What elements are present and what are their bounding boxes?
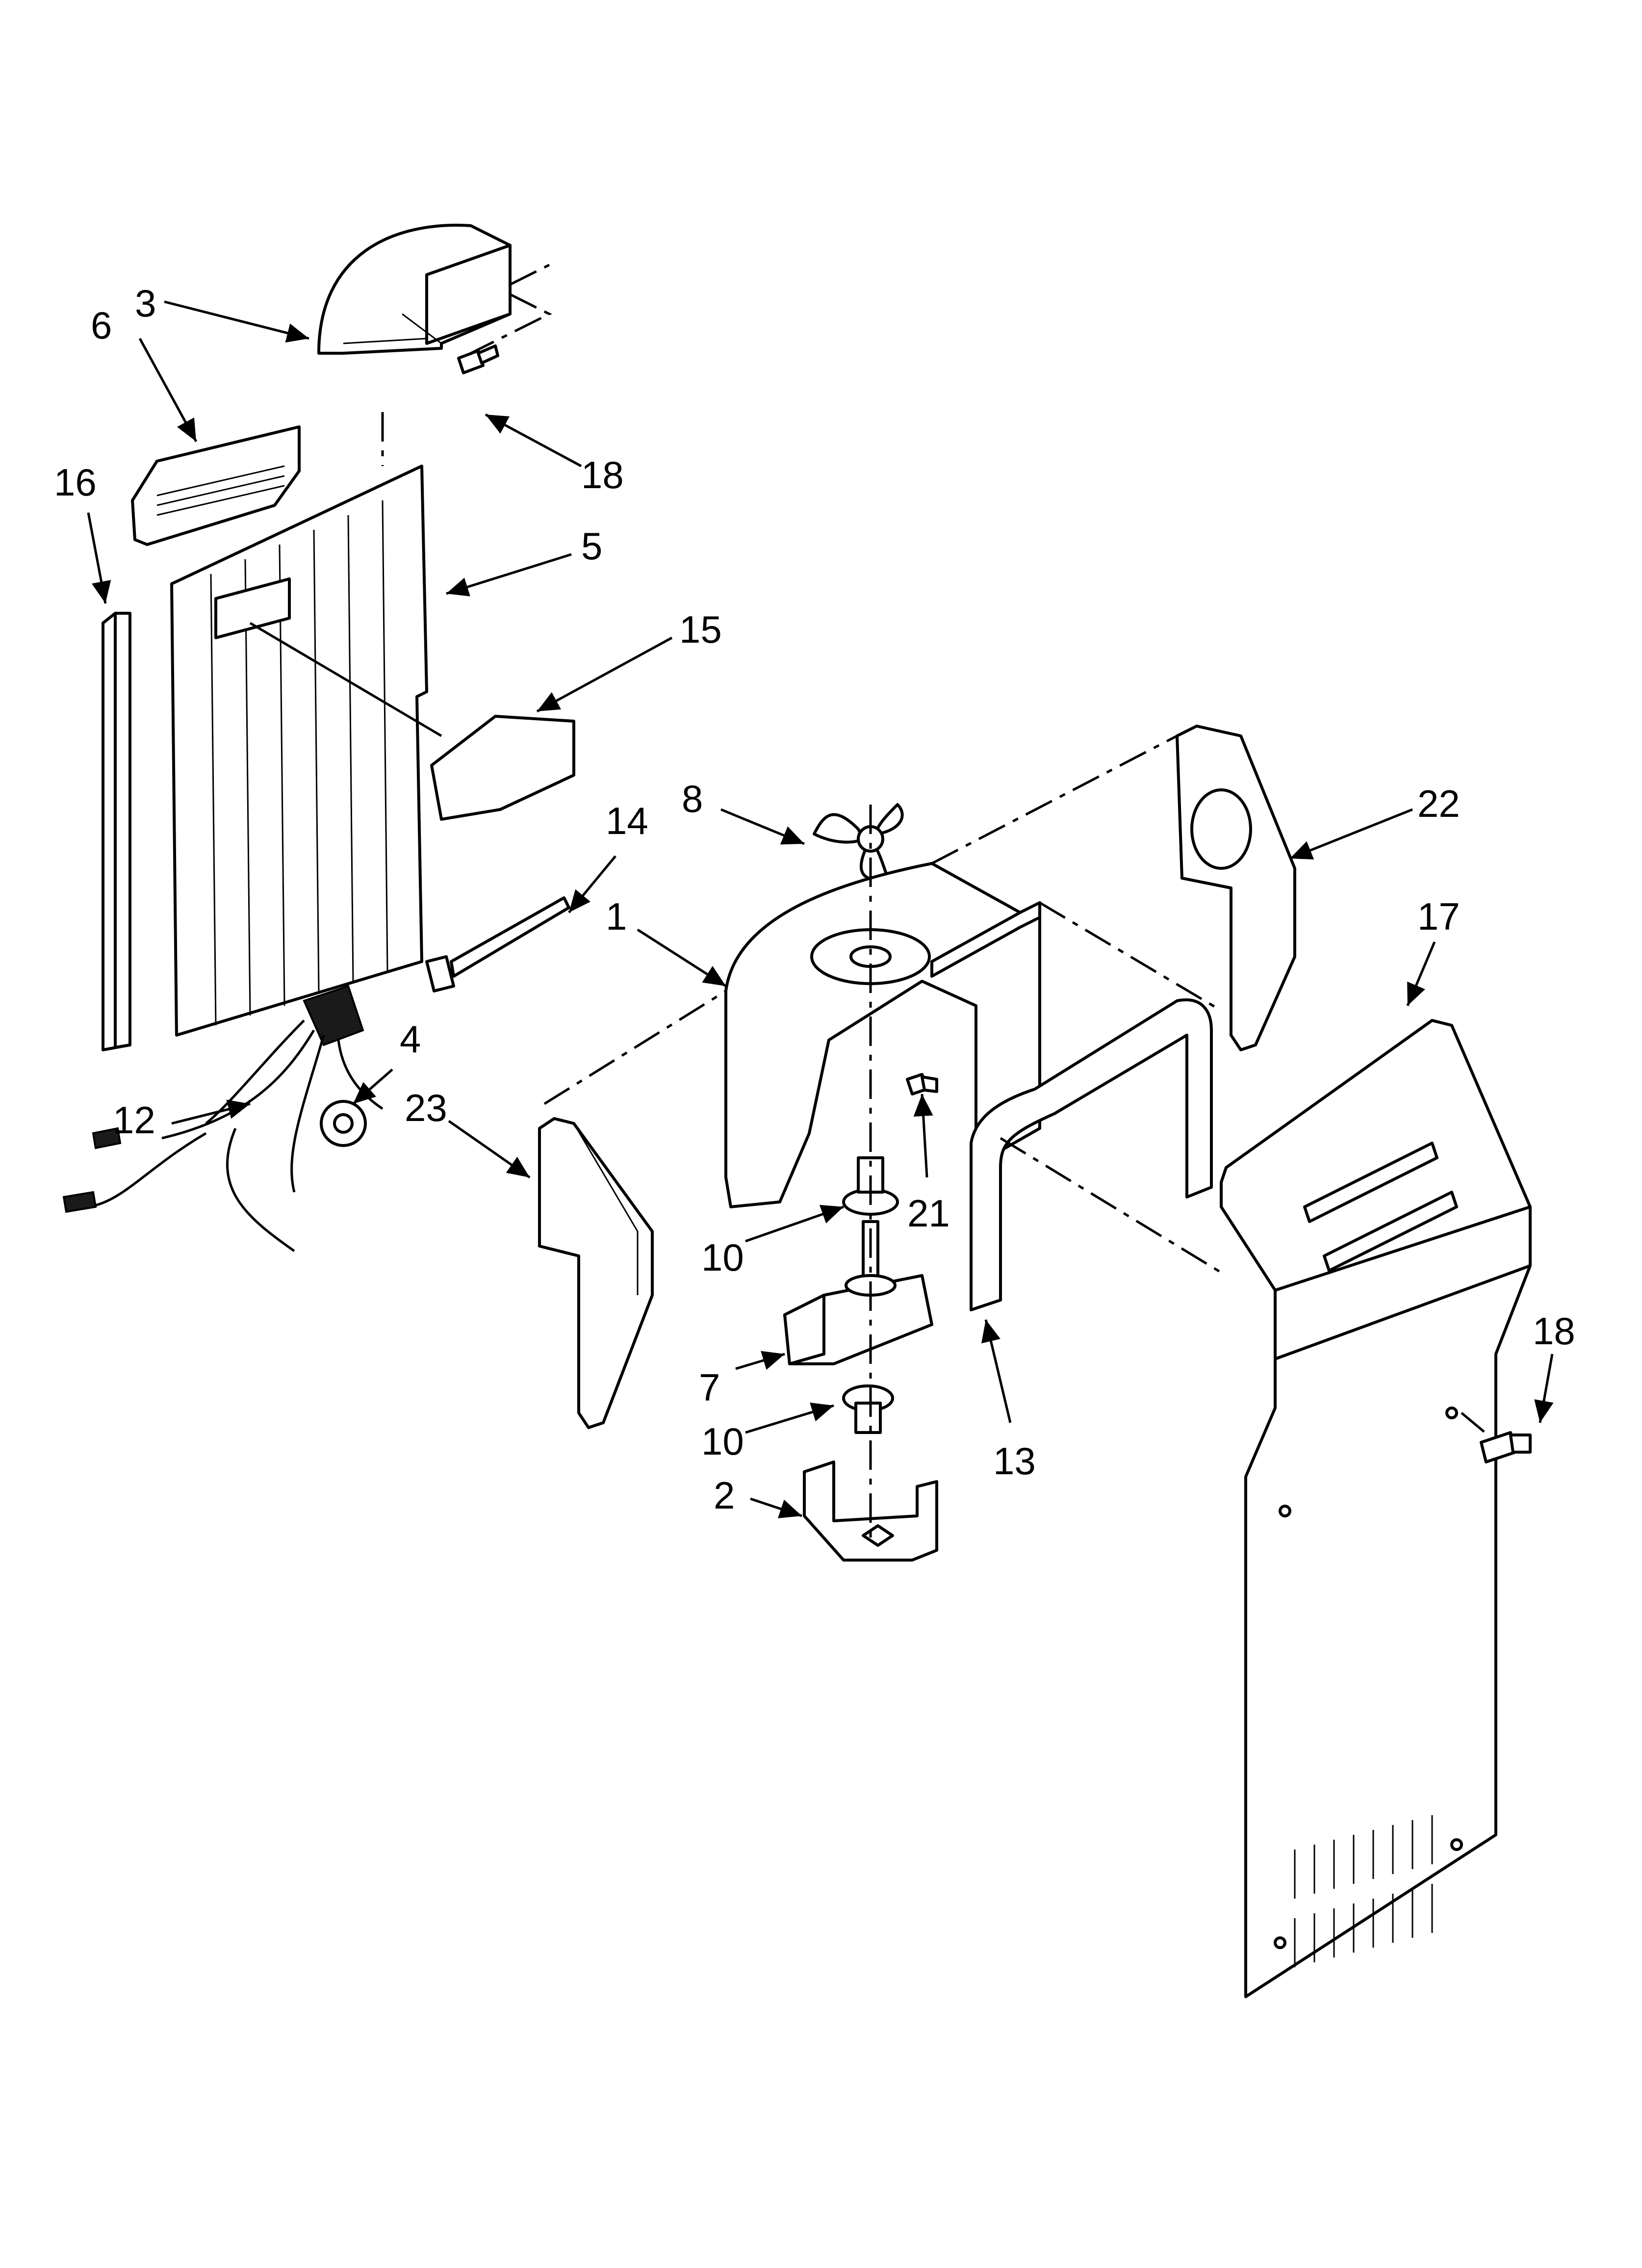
callout-23: 23 [405, 1086, 447, 1129]
callout-22: 22 [1417, 782, 1460, 825]
leader-arrows [87, 300, 1554, 1518]
part-14-cable-tie [425, 896, 570, 992]
callout-8: 8 [682, 777, 703, 820]
part-17-air-duct [1220, 1019, 1532, 1998]
part-5-evaporator-cover [170, 465, 428, 1037]
assembly-lines [381, 293, 1492, 1545]
part-3-duct-cover [317, 224, 550, 355]
part-1-fan-housing [724, 862, 1041, 1208]
part-8-fan-blade [813, 803, 904, 881]
callout-14: 14 [606, 799, 648, 842]
part-10-bushing-lower [842, 1384, 894, 1434]
callout-13: 13 [993, 1439, 1036, 1483]
callout-3: 3 [135, 282, 156, 325]
callout-17: 17 [1417, 895, 1460, 938]
callout-7: 7 [699, 1366, 720, 1409]
part-2-motor-bracket [803, 1460, 938, 1562]
callout-4: 4 [400, 1017, 421, 1061]
part-7-fan-motor [783, 1220, 933, 1365]
callout-1: 1 [606, 895, 627, 938]
part-21-screw [906, 1073, 938, 1095]
part-12-wire-harness [62, 985, 384, 1252]
part-18-screw-right [1480, 1431, 1532, 1463]
callout-6: 6 [91, 304, 112, 347]
part-16-strip [102, 612, 131, 1051]
part-15-bracket [249, 622, 575, 821]
callout-21: 21 [907, 1192, 950, 1235]
part-22-side-panel-right [1176, 725, 1296, 1051]
callout-18-right: 18 [1533, 1309, 1575, 1353]
callout-5: 5 [581, 524, 602, 568]
callout-10-upper: 10 [701, 1236, 744, 1279]
part-18-screw-top [457, 344, 499, 374]
callout-15: 15 [679, 608, 722, 651]
callout-2: 2 [714, 1474, 735, 1517]
callout-labels: 3 6 18 16 5 15 14 8 22 1 17 4 12 23 21 1… [54, 282, 1575, 1517]
part-23-side-panel-left [538, 1117, 654, 1429]
callout-16: 16 [54, 461, 97, 504]
callout-18-top: 18 [581, 453, 624, 496]
part-6-grille [131, 425, 301, 546]
callout-10-lower: 10 [701, 1420, 744, 1463]
callout-12: 12 [113, 1098, 155, 1142]
part-4-sensor [320, 1100, 367, 1147]
